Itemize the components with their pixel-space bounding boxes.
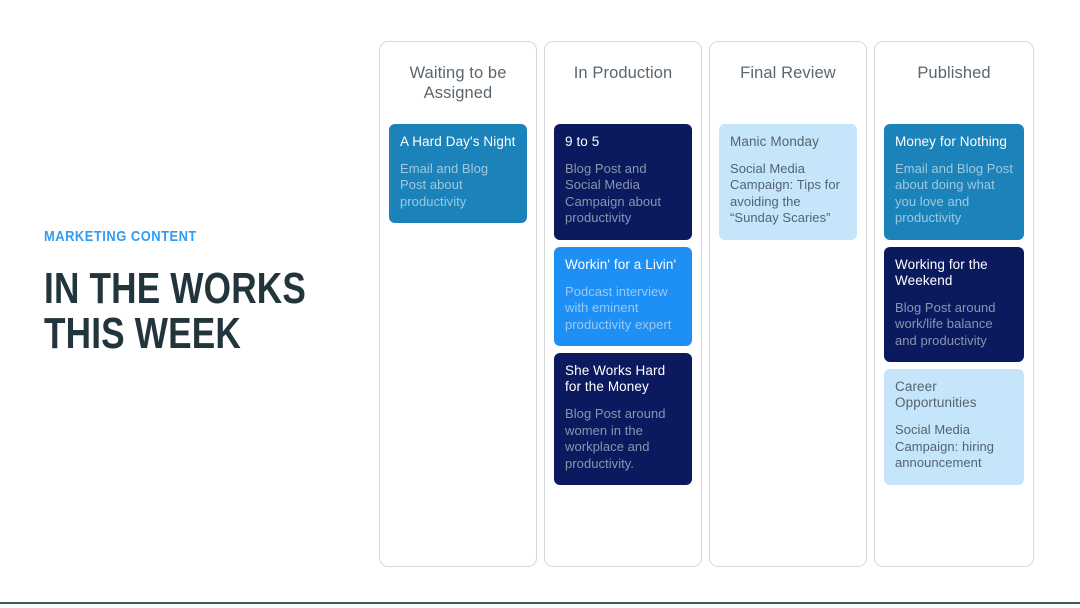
card-title: She Works Hard for the Money [565, 363, 666, 395]
column-card-list: 9 to 5 Blog Post and Social Media Campai… [554, 124, 692, 486]
card-description: Social Media Campaign: hiring announceme… [895, 422, 995, 471]
card[interactable]: Money for Nothing Email and Blog Post ab… [884, 124, 1024, 240]
column-card-list: A Hard Day's Night Email and Blog Post a… [389, 124, 527, 224]
board-column-final-review[interactable]: Final Review Manic Monday Social Media C… [709, 41, 867, 567]
card[interactable]: Manic Monday Social Media Campaign: Tips… [719, 124, 857, 240]
board-column-published[interactable]: Published Money for Nothing Email and Bl… [874, 41, 1034, 567]
board-column-waiting-to-be-assigned[interactable]: Waiting to be Assigned A Hard Day's Nigh… [379, 41, 537, 567]
column-title: In Production [573, 64, 673, 82]
column-card-list: Money for Nothing Email and Blog Post ab… [884, 124, 1024, 485]
card[interactable]: 9 to 5 Blog Post and Social Media Campai… [554, 124, 692, 240]
column-title: Waiting to be Assigned [409, 64, 507, 102]
card-title: A Hard Day's Night [400, 134, 516, 149]
board-column-in-production[interactable]: In Production 9 to 5 Blog Post and Socia… [544, 41, 702, 567]
slide-title-block: Marketing Content In the Works This Week [44, 228, 344, 357]
kanban-board: Waiting to be Assigned A Hard Day's Nigh… [379, 41, 1034, 567]
card-title: Working for the Weekend [895, 256, 988, 288]
slide-headline: In the Works This Week [44, 264, 307, 358]
slide-eyebrow: Marketing Content [44, 228, 197, 245]
card-title: Money for Nothing [895, 134, 1008, 149]
card[interactable]: Workin' for a Livin' Podcast interview w… [554, 246, 692, 347]
card-description: Email and Blog Post about productivity [400, 160, 489, 209]
card-title: Workin' for a Livin' [565, 256, 677, 272]
card-description: Blog Post around work/life balance and p… [895, 299, 996, 348]
card-title: Manic Monday [730, 134, 819, 149]
column-title: Final Review [740, 64, 836, 82]
card-description: Social Media Campaign: Tips for avoiding… [730, 160, 841, 226]
column-card-list: Manic Monday Social Media Campaign: Tips… [719, 124, 857, 240]
card[interactable]: She Works Hard for the Money Blog Post a… [554, 353, 692, 486]
card-description: Email and Blog Post about doing what you… [895, 160, 1014, 226]
card[interactable]: Career Opportunities Social Media Campai… [884, 369, 1024, 485]
card-title: 9 to 5 [565, 134, 600, 149]
footer-divider [0, 602, 1080, 604]
card-description: Blog Post around women in the workplace … [565, 406, 666, 471]
column-title: Published [917, 64, 991, 82]
card[interactable]: Working for the Weekend Blog Post around… [884, 246, 1024, 363]
card-description: Blog Post and Social Media Campaign abou… [565, 160, 662, 226]
card-description: Podcast interview with eminent productiv… [565, 283, 672, 332]
card-title: Career Opportunities [895, 379, 977, 411]
card[interactable]: A Hard Day's Night Email and Blog Post a… [389, 124, 527, 224]
